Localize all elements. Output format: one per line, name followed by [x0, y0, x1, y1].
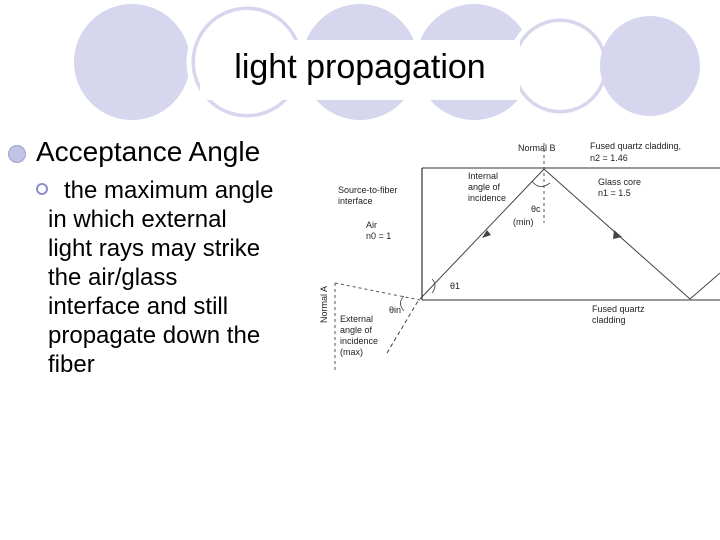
internal-angle-label: Internal — [468, 171, 498, 181]
cladding-top-index: n2 = 1.46 — [590, 153, 628, 163]
min-label: (min) — [513, 217, 534, 227]
definition-line: propagate down the — [48, 322, 261, 349]
theta1-label: θ1 — [450, 281, 460, 291]
bullet-clip: the maximum angle in which external ligh… — [0, 170, 292, 410]
definition-line: in which external — [48, 206, 227, 233]
internal-angle-label: incidence — [468, 193, 506, 203]
normal-a-horizontal — [334, 282, 421, 301]
definition-line: the air/glass — [48, 264, 178, 291]
external-angle-label: angle of — [340, 325, 373, 335]
glass-core-label: Glass core — [598, 177, 641, 187]
air-index-label: n0 = 1 — [366, 231, 391, 241]
refracted-ray — [419, 168, 545, 300]
bullet-text: Acceptance Angle — [36, 136, 261, 167]
theta-in-label: θin — [389, 305, 401, 315]
air-label: Air — [366, 220, 377, 230]
sub-bullet-ring-icon — [36, 183, 48, 195]
decorative-circles — [74, 1, 700, 123]
critical-angle-arc — [531, 180, 551, 187]
definition-line: the maximum angle — [64, 177, 274, 204]
max-label: (max) — [340, 347, 363, 357]
deco-circle — [74, 4, 190, 120]
definition-line: fiber — [48, 351, 95, 378]
source-interface-label: interface — [338, 196, 373, 206]
definition-line: interface and still — [48, 293, 229, 320]
title-backdrop — [200, 40, 520, 100]
cladding-top-label: Fused quartz cladding, — [590, 141, 681, 151]
normal-b-label: Normal B — [518, 143, 556, 153]
theta-c-label: θc — [531, 204, 541, 214]
theta-in-arc — [400, 295, 405, 312]
internal-angle-label: angle of — [468, 182, 501, 192]
external-angle-label: incidence — [340, 336, 378, 346]
bullet-acceptance-angle: Acceptance Angle — [8, 136, 260, 168]
fiber-diagram: Normal B Fused quartz cladding, n2 = 1.4… — [319, 141, 720, 373]
external-angle-label: External — [340, 314, 373, 324]
source-interface-label: Source-to-fiber — [338, 185, 398, 195]
sub-bullet-definition: the maximum angle in which external ligh… — [36, 176, 292, 379]
reflected-ray-2 — [689, 272, 720, 300]
glass-core-index: n1 = 1.5 — [598, 188, 631, 198]
incident-ray — [386, 300, 419, 354]
ray-arrow-icon — [613, 230, 622, 239]
deco-circle-inner — [516, 22, 604, 110]
cladding-bottom-label: cladding — [592, 315, 626, 325]
normal-a-label: Normal A — [319, 286, 329, 323]
ray-arrow-icon — [482, 230, 491, 238]
bullet-dot-icon — [8, 144, 26, 163]
theta1-arc — [431, 278, 436, 294]
cladding-bottom-label: Fused quartz — [592, 304, 645, 314]
deco-circle — [600, 16, 700, 116]
definition-text: the maximum angle in which external ligh… — [36, 176, 292, 379]
slide-title: light propagation — [234, 48, 486, 86]
definition-line: light rays may strike — [48, 235, 261, 262]
